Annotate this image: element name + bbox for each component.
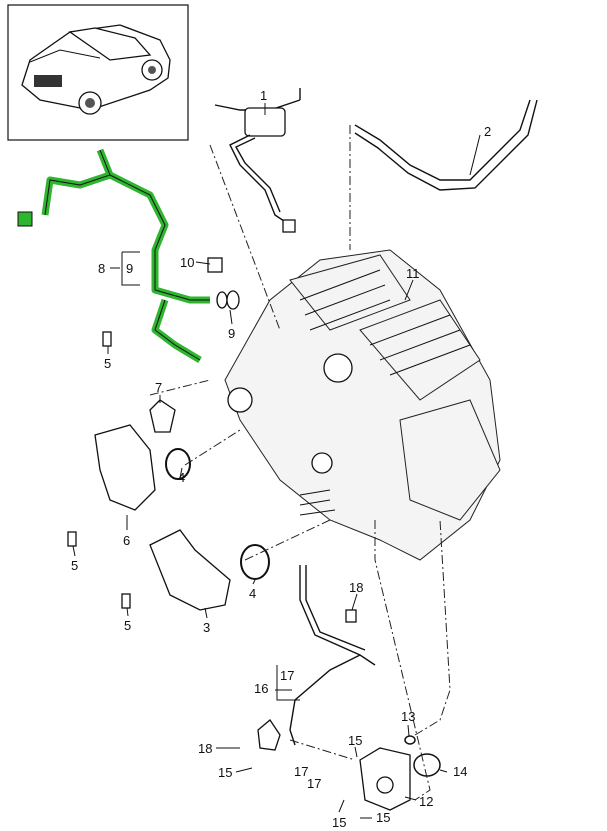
leader-lines	[72, 103, 481, 819]
label-15-b: 15	[218, 765, 232, 780]
part-7-gasket[interactable]	[149, 399, 176, 433]
label-5-c: 5	[124, 618, 131, 633]
part-5-bolt[interactable]	[102, 331, 112, 347]
part-6-housing[interactable]	[94, 424, 156, 511]
label-4: 4	[178, 470, 185, 485]
label-9: 9	[228, 326, 235, 341]
label-16: 16	[254, 681, 268, 696]
part-4-seal-ring[interactable]	[165, 448, 191, 480]
label-2: 2	[484, 124, 491, 139]
engine-assembly[interactable]	[224, 249, 501, 561]
part-4-seal-ring-2[interactable]	[240, 544, 270, 580]
part-2-hose[interactable]	[354, 99, 538, 191]
label-18: 18	[349, 580, 363, 595]
part-sensor[interactable]	[257, 719, 281, 751]
label-8: 8	[98, 261, 105, 276]
label-14: 14	[453, 764, 467, 779]
part-8-breather-hose[interactable]	[17, 148, 210, 364]
label-1: 1	[260, 88, 267, 103]
vehicle-thumbnail[interactable]	[7, 4, 189, 141]
part-5-bolt-3[interactable]	[121, 593, 131, 609]
label-17-bracket: 17	[280, 668, 294, 683]
label-15-d: 15	[376, 810, 390, 825]
part-12-vacuum-pump[interactable]	[359, 747, 411, 811]
label-15-c: 15	[332, 815, 346, 830]
assembly-lines	[149, 125, 451, 801]
part-13-o-ring[interactable]	[404, 735, 416, 745]
label-11: 11	[406, 266, 420, 281]
label-4-b: 4	[249, 586, 256, 601]
callout-labels: 1 2 11 10 8 9 9 5 7 4 6 5 5 3 4 18 17 16…	[71, 88, 491, 830]
label-17-b: 17	[307, 776, 321, 791]
label-6: 6	[123, 533, 130, 548]
label-7: 7	[155, 380, 162, 395]
label-12: 12	[419, 794, 433, 809]
label-5-b: 5	[71, 558, 78, 573]
label-5: 5	[104, 356, 111, 371]
part-5-bolt-2[interactable]	[67, 531, 77, 547]
part-1-valve-hose[interactable]	[214, 88, 301, 233]
label-17: 17	[294, 764, 308, 779]
label-13: 13	[401, 709, 415, 724]
label-18-b: 18	[198, 741, 212, 756]
part-14-o-ring[interactable]	[413, 753, 441, 777]
part-18-bolt[interactable]	[345, 609, 357, 623]
part-10-clip[interactable]	[207, 257, 223, 273]
label-3: 3	[203, 620, 210, 635]
label-15: 15	[348, 733, 362, 748]
part-9-o-rings[interactable]	[216, 290, 240, 310]
label-9-bracket: 9	[126, 261, 133, 276]
part-3-thermostat-housing[interactable]	[149, 529, 231, 611]
label-10: 10	[180, 255, 194, 270]
